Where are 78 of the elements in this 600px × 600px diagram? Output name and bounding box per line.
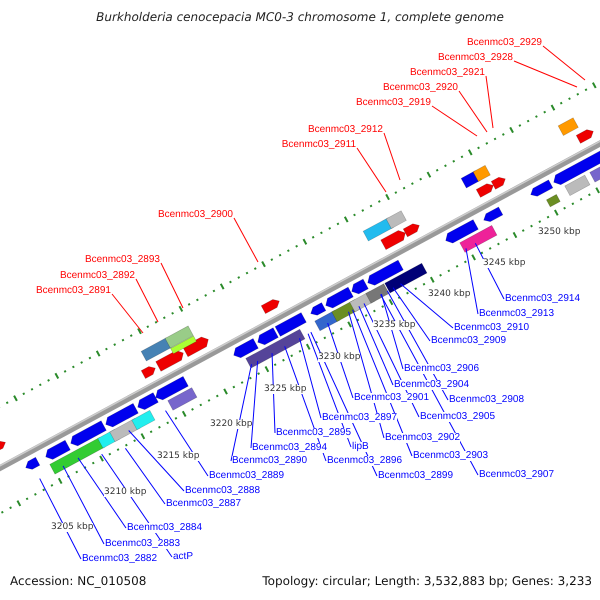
gene-label: Bcenmc03_2921: [410, 68, 485, 78]
leader-line: [392, 287, 430, 342]
gene-label: Bcenmc03_2910: [454, 323, 530, 333]
leader-line: [486, 76, 494, 128]
leader-line: [358, 306, 394, 386]
scale-label: 3225 kbp: [264, 385, 306, 394]
gene-label: Bcenmc03_2929: [466, 38, 542, 48]
leader-line: [160, 262, 184, 308]
genome-info-text: Topology: circular; Length: 3,532,883 bp; Genes: 3,233: [262, 575, 592, 587]
leader-line: [327, 322, 354, 398]
leader-line: [352, 309, 412, 456]
gene-label: Bcenmc03_2895: [276, 428, 352, 438]
gene-label: Bcenmc03_2906: [404, 364, 480, 374]
leader-line: [458, 90, 488, 132]
gene-label: Bcenmc03_2913: [479, 309, 554, 319]
leader-line: [112, 294, 144, 334]
leader-line: [165, 410, 208, 476]
leader-line: [136, 278, 158, 322]
gene-label: Bcenmc03_2928: [438, 53, 513, 63]
leader-line: [128, 430, 184, 492]
gene-label: Bcenmc03_2903: [413, 451, 488, 461]
scale-label: 3205 kbp: [51, 523, 94, 532]
gene-label: Bcenmc03_2888: [185, 486, 260, 496]
gene-label: lipB: [352, 442, 369, 452]
gene-label: Bcenmc03_2899: [378, 471, 454, 481]
gene-label: Bcenmc03_2894: [252, 443, 328, 453]
scale-label: 3220 kbp: [210, 420, 252, 429]
scale-label: 3215 kbp: [157, 452, 200, 461]
leader-line: [356, 148, 386, 192]
leader-line: [124, 448, 166, 504]
leader-line: [542, 46, 586, 80]
gene-label: Bcenmc03_2914: [505, 294, 580, 304]
leader-line: [299, 338, 322, 418]
gene-label: Bcenmc03_2911: [282, 140, 356, 150]
leader-line: [39, 478, 82, 560]
gene-label: Bcenmc03_2893: [84, 255, 160, 265]
leader-line: [380, 294, 404, 370]
gene-label: Bcenmc03_2883: [105, 539, 180, 549]
leader-line: [250, 360, 258, 448]
leader-line: [62, 465, 104, 544]
gene-label: Bcenmc03_2896: [327, 456, 402, 466]
gene-label: Bcenmc03_2919: [356, 98, 431, 108]
leader-line: [234, 218, 258, 262]
gene-label: Bcenmc03_2907: [479, 470, 554, 480]
gene-label: Bcenmc03_2909: [431, 336, 506, 346]
scale-label: 3250 kbp: [538, 228, 580, 237]
leader-line: [272, 352, 276, 434]
gene-label: Bcenmc03_2912: [308, 125, 383, 135]
scale-label: 3230 kbp: [318, 353, 360, 362]
accession-text: Accession: NC_010508: [10, 575, 146, 587]
gene-label: Bcenmc03_2890: [232, 456, 308, 466]
scale-label: 3240 kbp: [428, 290, 470, 299]
gene-label: Bcenmc03_2905: [420, 412, 496, 422]
gene-label: Bcenmc03_2891: [36, 286, 111, 296]
gene-label: Bcenmc03_2902: [385, 433, 460, 443]
gene-label: Bcenmc03_2901: [354, 393, 430, 403]
leader-line: [465, 248, 478, 314]
gene-label: Bcenmc03_2882: [82, 554, 158, 564]
gene-label: Bcenmc03_2920: [382, 83, 458, 93]
leader-line: [78, 457, 126, 528]
gene-label: Bcenmc03_2904: [394, 380, 470, 390]
leader-line: [384, 132, 400, 180]
scale-label: 3210 kbp: [104, 488, 146, 497]
gene-label: Bcenmc03_2892: [60, 271, 135, 281]
gene-label: Bcenmc03_2897: [322, 413, 398, 423]
gene-label: Bcenmc03_2908: [449, 395, 524, 405]
leader-line: [432, 106, 478, 136]
leader-line: [230, 364, 252, 462]
gene-label: Bcenmc03_2887: [166, 499, 242, 509]
gene-label: Bcenmc03_2889: [209, 471, 284, 481]
leader-line: [400, 283, 454, 328]
title: Burkholderia cenocepacia MC0-3 chromosome 1, complete genome: [95, 11, 505, 23]
scale-label: 3235 kbp: [373, 321, 416, 330]
gene-label: Bcenmc03_2884: [127, 523, 202, 533]
gene-label: actP: [173, 552, 194, 562]
scale-label: 3245 kbp: [483, 259, 526, 268]
leader-line: [514, 60, 578, 88]
gene-label: Bcenmc03_2900: [158, 210, 233, 220]
